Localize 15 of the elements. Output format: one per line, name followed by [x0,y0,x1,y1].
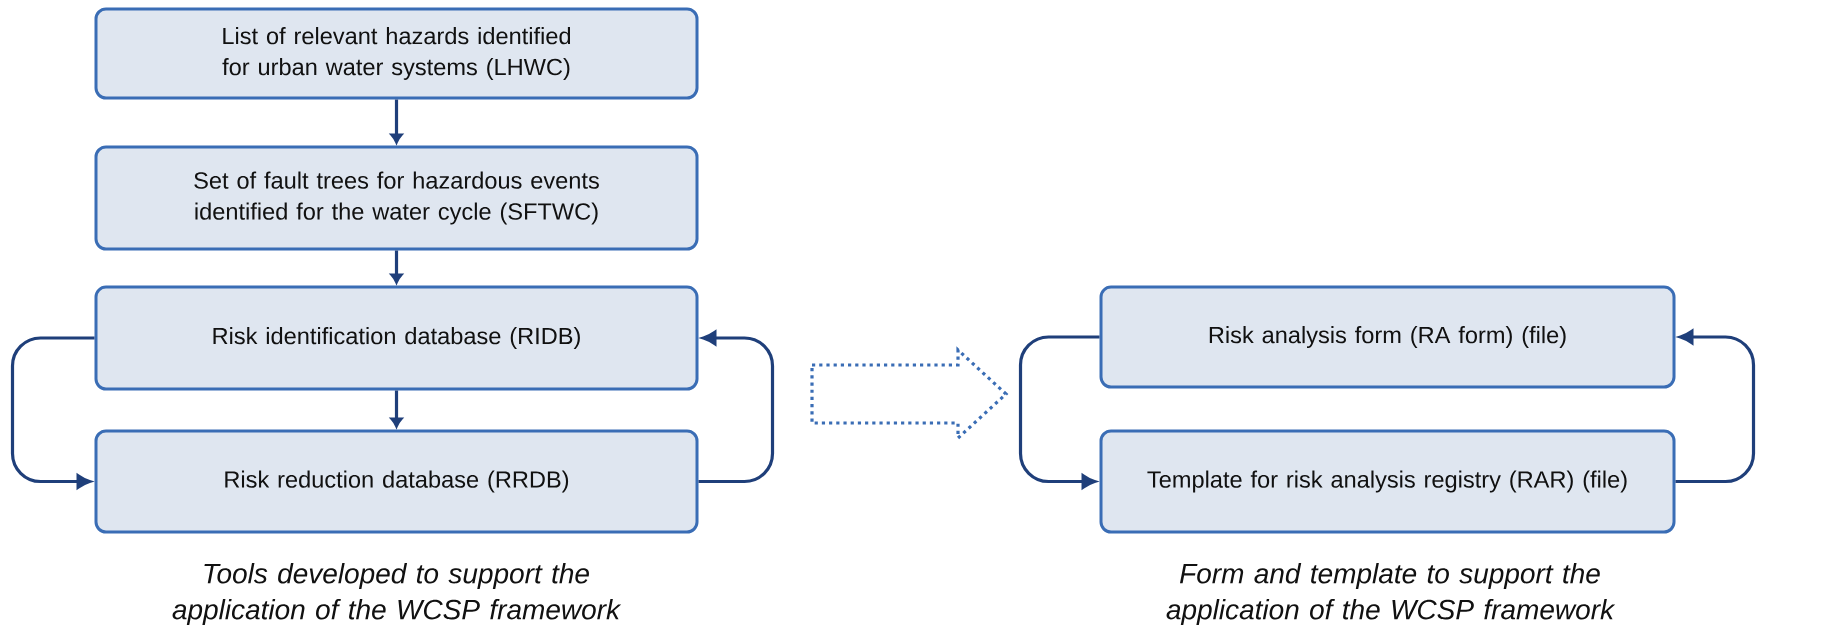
process-box: Risk reduction database (RRDB) [94,429,699,534]
process-box: Risk identification database (RIDB) [94,285,699,391]
arrow [1018,335,1100,489]
process-box: List of relevant hazards identified for urban water systems (LHWC) [94,7,699,100]
arrow [390,250,403,284]
arrow [10,336,95,489]
caption: Form and template to support the application of the WCSP framework [1166,562,1616,626]
arrow [390,390,403,428]
arrow [1675,329,1756,484]
process-box: Template for risk analysis registry (RAR) (file) [1099,429,1676,534]
arrow [390,99,403,144]
process-box: Set of fault trees for hazardous events identified for the water cycle (SFTWC) [94,145,699,251]
caption: Tools developed to support the application of the WCSP framework [172,562,622,626]
arrow [698,330,775,484]
process-box: Risk analysis form (RA form) (file) [1099,285,1676,389]
